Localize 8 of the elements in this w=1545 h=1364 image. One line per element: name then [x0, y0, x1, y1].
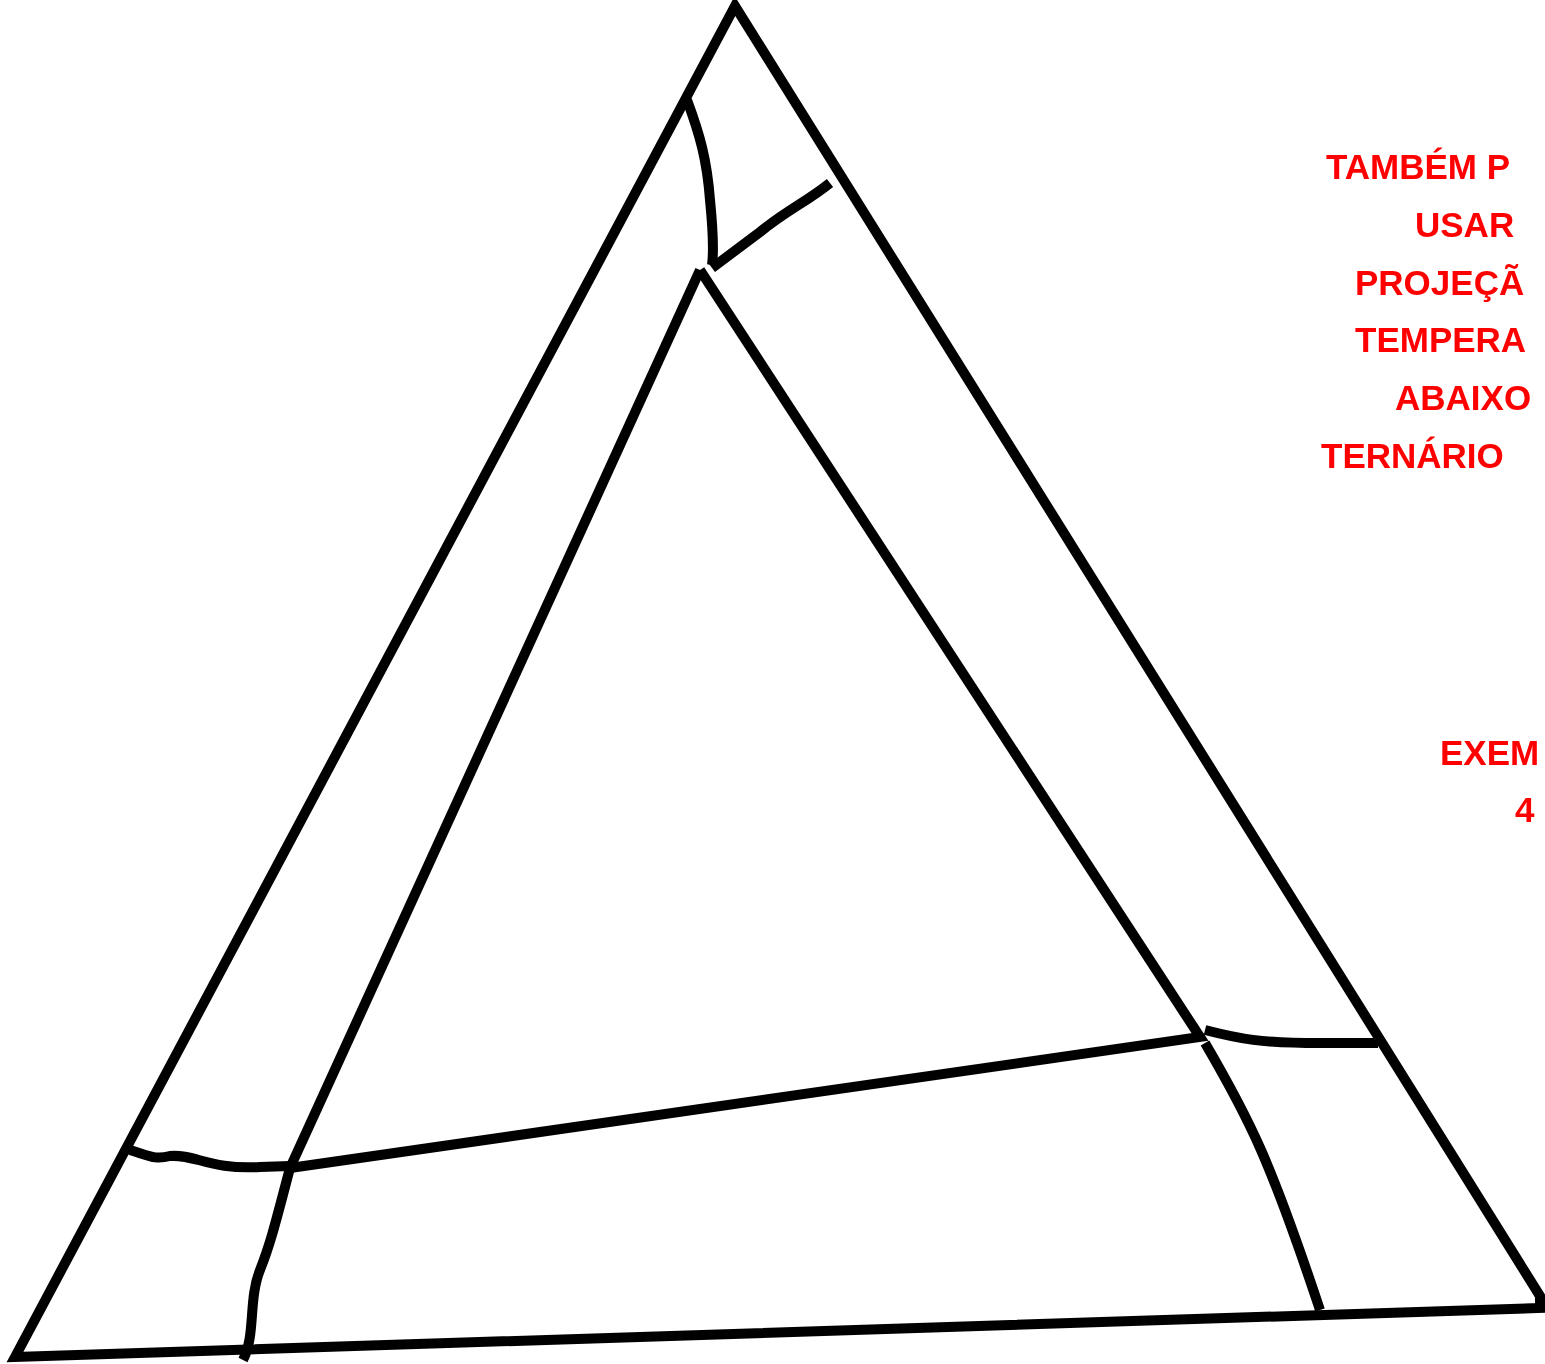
note-text: TEMPERA [1355, 319, 1527, 361]
note-text: TAMBÉM P [1326, 146, 1511, 188]
note-text: ABAIXO [1395, 377, 1532, 419]
note-text: 4 [1515, 789, 1535, 831]
note-text: EXEM [1440, 732, 1540, 774]
note-text: USAR [1415, 204, 1515, 246]
note-text: PROJEÇÃ [1355, 262, 1525, 304]
note-text: TERNÁRIO [1321, 435, 1504, 477]
